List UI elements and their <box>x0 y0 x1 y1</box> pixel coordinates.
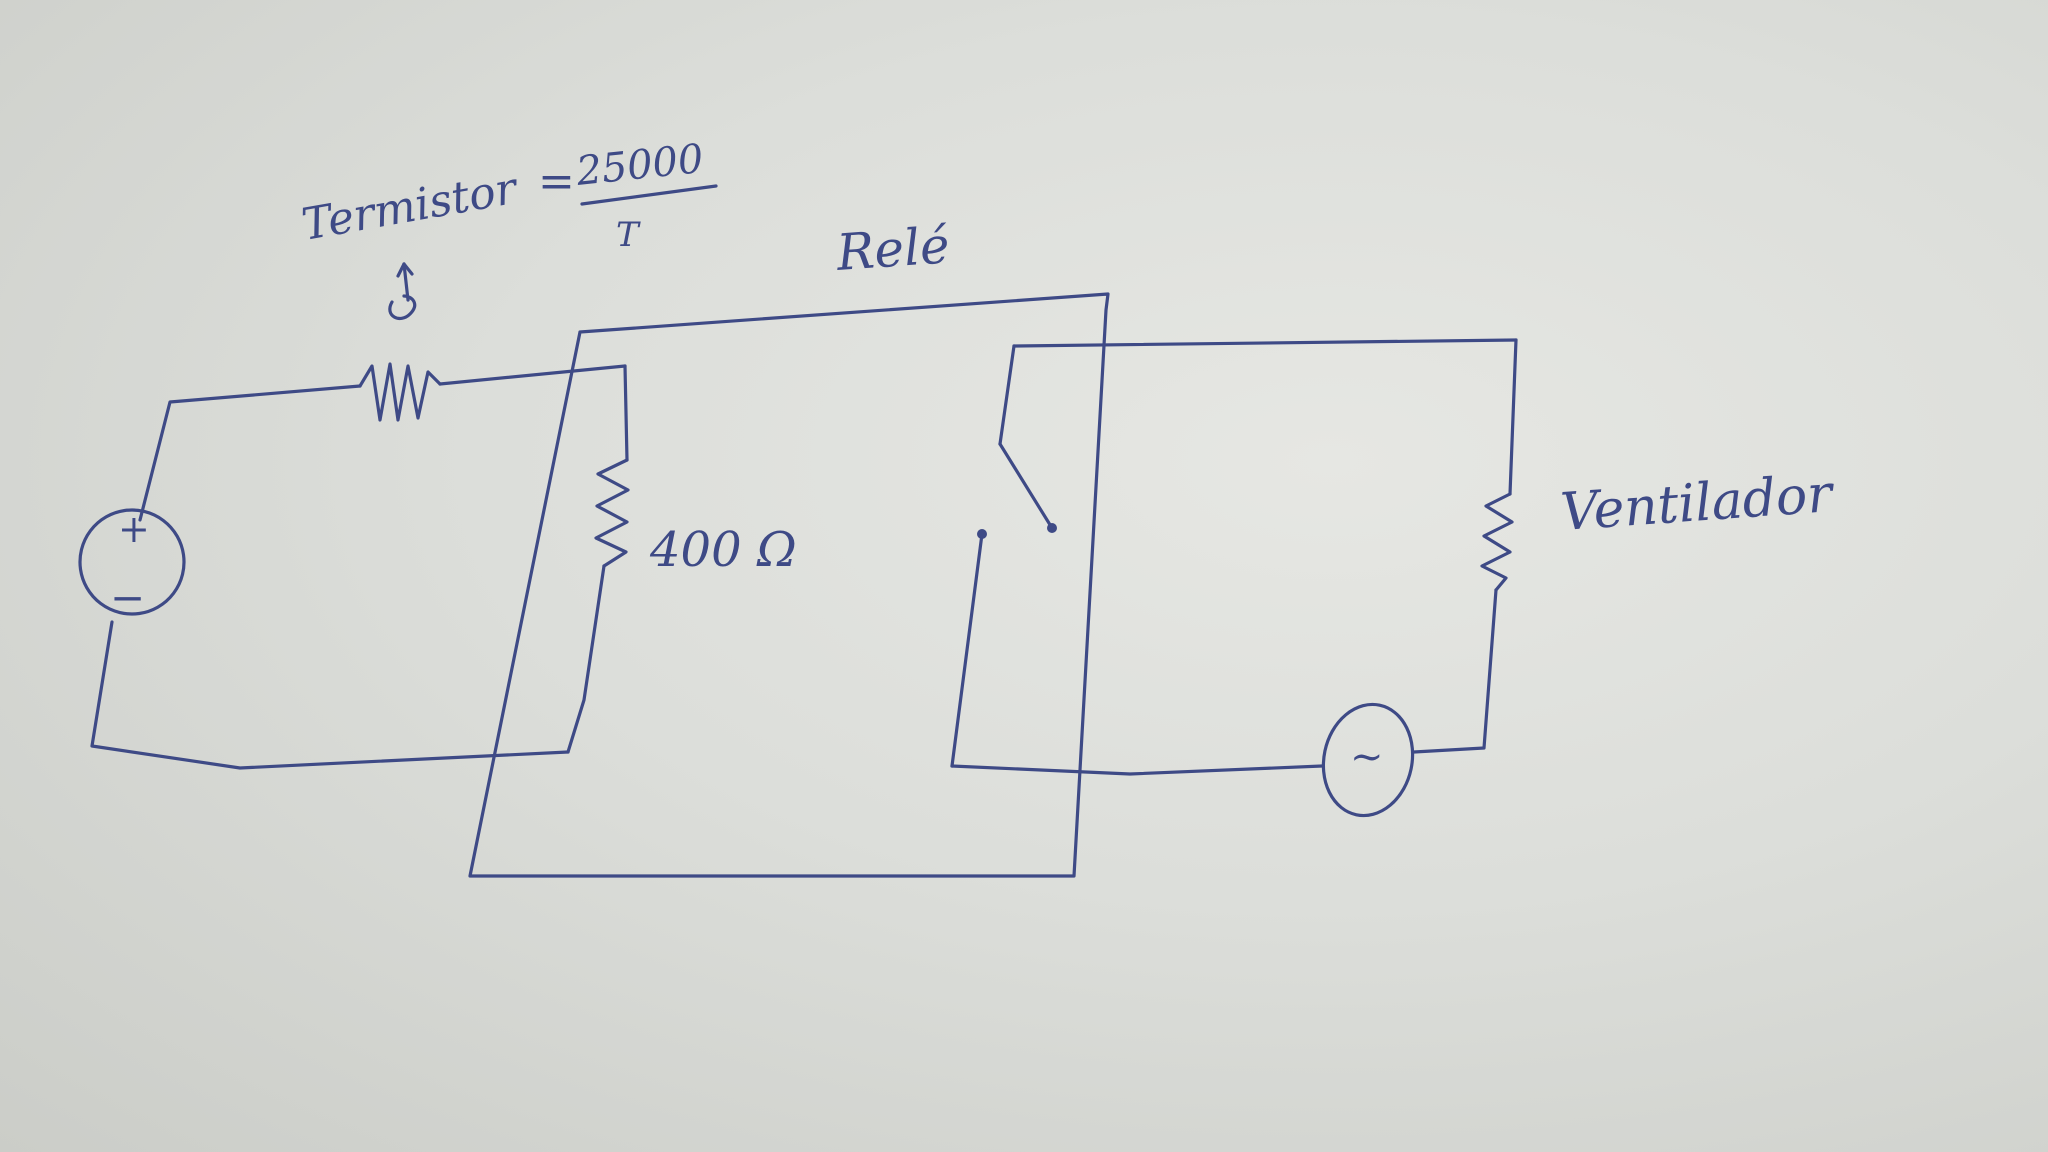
switch-lower-lead <box>950 532 984 768</box>
wire-coil-top <box>623 364 629 462</box>
dc-plus-sign: + <box>118 507 150 551</box>
coil-resistor <box>594 458 630 568</box>
ac-source: ~ <box>1321 702 1415 818</box>
thermistor-label: Termistor <box>298 162 523 250</box>
fraction-bar <box>580 184 718 206</box>
thermometer-icon <box>388 262 417 320</box>
relay-box <box>468 292 1110 878</box>
wire-coil-bottom <box>566 564 606 754</box>
thermistor-numerator: 25000 <box>573 136 705 195</box>
thermistor <box>358 362 442 422</box>
wire-thermistor-coil <box>438 364 627 386</box>
ac-circuit <box>950 338 1518 776</box>
wire-battery-thermistor <box>138 384 362 522</box>
relay-label: Relé <box>834 216 952 282</box>
dc-circuit <box>90 362 630 770</box>
coil-resistance-label: 400 Ω <box>649 522 797 578</box>
thermistor-denominator: T <box>616 215 641 255</box>
dc-minus-sign: − <box>110 573 145 622</box>
thermistor-equals: = <box>538 156 575 207</box>
switch-pivot <box>1047 523 1057 533</box>
wire-fan-ac <box>1412 588 1498 754</box>
wire-ac-switch <box>950 764 1324 776</box>
fan-resistor <box>1480 492 1514 592</box>
fan-label: Ventilador <box>1559 464 1837 543</box>
dc-source: + − <box>78 507 186 622</box>
ac-symbol: ~ <box>1350 734 1384 780</box>
wire-top-ac <box>1012 338 1518 348</box>
wire-return <box>90 620 570 770</box>
switch-upper-lead <box>998 344 1016 446</box>
switch-blade <box>998 442 1054 530</box>
wire-fan-top <box>1508 338 1518 496</box>
